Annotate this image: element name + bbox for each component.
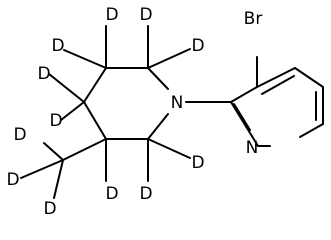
atom-label-n-piperidine: N [171, 93, 184, 113]
atom-label-n-pyridine: N [246, 138, 259, 158]
bond [261, 75, 295, 95]
structure-diagram: Br N N D D D D D D D D D D D D [6, 5, 324, 219]
atom-label-d: D [6, 170, 19, 190]
bond [147, 113, 169, 140]
piperidine-ring [83, 67, 169, 140]
atom-label-d: D [51, 36, 64, 56]
bond [233, 103, 251, 131]
atom-label-d: D [139, 184, 152, 204]
bond [230, 86, 258, 103]
atom-label-d: D [37, 64, 50, 84]
deuterium-bonds [20, 25, 191, 199]
bond [294, 67, 324, 88]
pyridine-ring [230, 56, 324, 147]
atom-labels: Br N N D D D D D D D D D D D D [6, 5, 262, 219]
atom-label-d: D [13, 125, 26, 145]
atom-label-d: D [191, 36, 204, 56]
atom-label-d: D [105, 5, 118, 25]
bond [256, 67, 296, 88]
atom-label-d: D [43, 199, 56, 219]
bond [83, 101, 107, 140]
bond [299, 123, 324, 138]
atom-label-d: D [49, 111, 62, 131]
bond [230, 101, 259, 147]
bond [43, 142, 64, 161]
bond [147, 48, 191, 69]
bond [83, 67, 107, 103]
atom-label-d: D [105, 184, 118, 204]
bond [62, 138, 107, 161]
atom-label-d: D [139, 5, 152, 25]
molecule-svg: Br N N D D D D D D D D D D D D [6, 5, 324, 219]
atom-label-br: Br [244, 9, 263, 29]
atom-label-d: D [191, 153, 204, 173]
bond [63, 49, 107, 69]
bond [147, 138, 191, 159]
bond [60, 101, 85, 121]
bond [53, 159, 64, 199]
bond [48, 73, 85, 103]
bond [20, 159, 64, 179]
bond [147, 67, 169, 90]
